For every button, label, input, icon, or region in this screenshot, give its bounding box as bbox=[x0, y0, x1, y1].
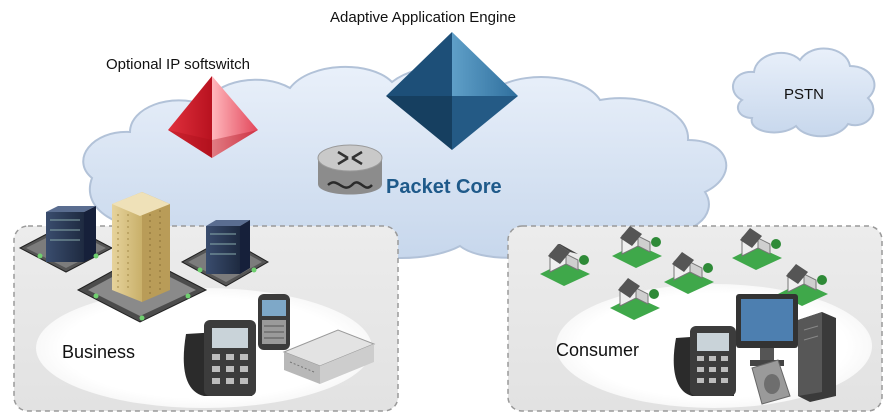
speaker-icon bbox=[751, 359, 791, 405]
office-tower-icon bbox=[76, 192, 208, 323]
business-label: Business bbox=[62, 342, 136, 362]
server-icon bbox=[180, 220, 270, 287]
house-icon bbox=[664, 252, 714, 294]
softswitch-pyramid-icon bbox=[168, 76, 258, 158]
application-engine-diamond-icon bbox=[386, 32, 518, 150]
house-icon bbox=[732, 228, 782, 270]
gateway-box-icon bbox=[282, 329, 376, 384]
adaptive-engine-label: Adaptive Application Engine bbox=[330, 9, 516, 26]
smartphone-icon bbox=[258, 294, 290, 350]
pstn-cloud bbox=[731, 47, 876, 138]
softswitch-label: Optional IP softswitch bbox=[106, 56, 250, 73]
house-icon bbox=[540, 244, 590, 286]
desk-phone-icon bbox=[183, 320, 256, 396]
packet-core-label: Packet Core bbox=[386, 176, 502, 198]
consumer-label: Consumer bbox=[556, 340, 640, 360]
house-icon bbox=[610, 278, 660, 320]
router-icon bbox=[317, 144, 383, 195]
server-icon bbox=[18, 206, 114, 273]
desk-phone-icon bbox=[673, 326, 736, 396]
monitor-icon bbox=[736, 294, 798, 366]
pc-tower-icon bbox=[798, 312, 836, 402]
house-icon bbox=[612, 226, 662, 268]
pstn-label: PSTN bbox=[784, 86, 825, 103]
